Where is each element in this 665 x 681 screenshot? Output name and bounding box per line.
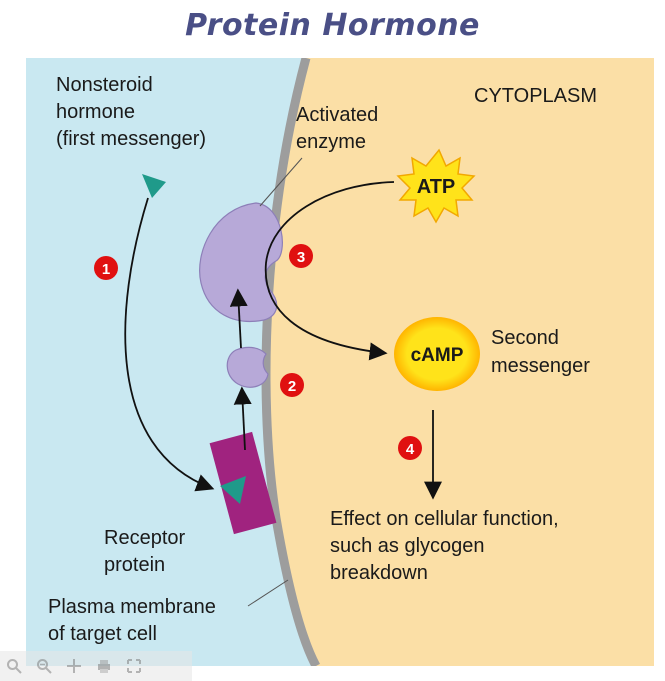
camp-circle xyxy=(394,317,480,391)
zoom-out-icon[interactable] xyxy=(36,658,52,674)
step1-arrow xyxy=(124,197,215,492)
enzyme-pointer-line xyxy=(259,157,303,207)
svg-text:3: 3 xyxy=(297,249,305,266)
svg-text:breakdown: breakdown xyxy=(330,562,428,584)
hormone-label: Nonsteroid hormone (first messenger) xyxy=(56,74,206,150)
fullscreen-icon[interactable] xyxy=(126,658,142,674)
svg-text:Effect on cellular function,: Effect on cellular function, xyxy=(330,508,559,530)
print-icon[interactable] xyxy=(96,658,112,674)
svg-text:hormone: hormone xyxy=(56,101,135,123)
camp-label: cAMP xyxy=(411,345,464,366)
svg-text:messenger: messenger xyxy=(491,355,590,377)
g-protein-shape xyxy=(226,346,269,388)
page-title: Protein Hormone xyxy=(185,8,480,43)
membrane-label: Plasma membrane of target cell xyxy=(48,596,216,645)
cytoplasm-label: CYTOPLASM xyxy=(474,85,597,107)
step-badge-2: 2 xyxy=(280,373,304,397)
hormone-diagram: ATP cAMP 1 2 3 4 Nonsteroid hormone (fir… xyxy=(26,58,654,666)
plasma-membrane xyxy=(261,58,320,666)
atp-burst xyxy=(396,148,476,224)
svg-text:Second: Second xyxy=(491,327,559,349)
fit-icon[interactable] xyxy=(66,658,82,674)
enzyme-label: Activated enzyme xyxy=(296,104,378,153)
svg-text:Nonsteroid: Nonsteroid xyxy=(56,74,153,96)
svg-text:enzyme: enzyme xyxy=(296,131,366,153)
svg-text:such as glycogen: such as glycogen xyxy=(330,535,485,557)
bound-hormone xyxy=(220,476,246,504)
svg-text:2: 2 xyxy=(288,378,296,395)
activated-enzyme-shape xyxy=(199,202,283,322)
step2-arrow-lower xyxy=(233,386,252,451)
step-badge-1: 1 xyxy=(94,256,118,280)
zoom-in-icon[interactable] xyxy=(6,658,22,674)
hormone-molecule xyxy=(142,174,166,198)
step-badge-4: 4 xyxy=(398,436,422,460)
svg-text:1: 1 xyxy=(102,261,110,278)
svg-text:4: 4 xyxy=(406,441,415,458)
viewer-toolbar xyxy=(0,651,192,681)
svg-text:Plasma membrane: Plasma membrane xyxy=(48,596,216,618)
step2-arrow-upper xyxy=(229,288,248,349)
svg-text:(first messenger): (first messenger) xyxy=(56,128,206,150)
receptor-label: Receptor protein xyxy=(104,527,185,576)
effect-label: Effect on cellular function, such as gly… xyxy=(330,508,559,584)
step3-arrow xyxy=(264,181,395,361)
svg-text:of target cell: of target cell xyxy=(48,623,157,645)
svg-text:protein: protein xyxy=(104,554,165,576)
step-badge-3: 3 xyxy=(289,244,313,268)
membrane-pointer-line xyxy=(247,579,289,607)
atp-label: ATP xyxy=(417,176,456,198)
svg-text:Receptor: Receptor xyxy=(104,527,185,549)
second-messenger-label: Second messenger xyxy=(491,327,590,377)
svg-text:Activated: Activated xyxy=(296,104,378,126)
